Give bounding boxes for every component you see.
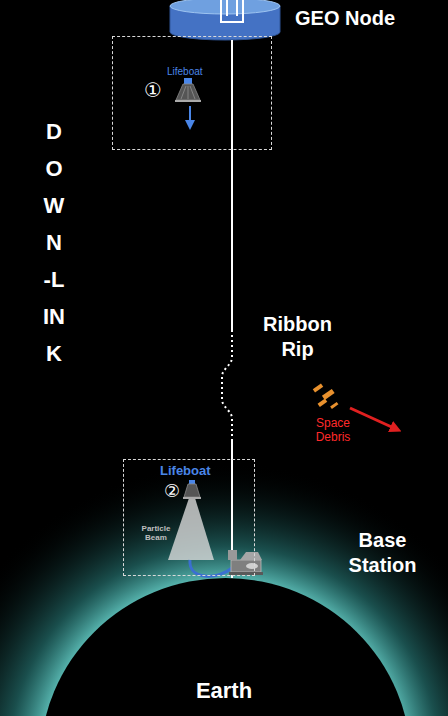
debris-piece [313, 383, 323, 392]
descent-arrow [189, 106, 191, 125]
label-holder: DOWN-LINK [43, 113, 65, 372]
station-dish [246, 563, 258, 569]
station-base [229, 572, 263, 575]
lifeboat-cap [189, 480, 195, 484]
lifeboat-body [184, 484, 200, 497]
station-label: Base Station [325, 528, 440, 578]
text-holder: ① [144, 79, 162, 102]
station-deck [240, 552, 262, 560]
earth-globe: Earth [40, 578, 411, 716]
vertical-label: DOWN-LINK [43, 113, 65, 372]
base-station-symbol [228, 550, 263, 575]
text-holder: Earth [40, 678, 408, 703]
rip-gap [222, 330, 232, 440]
text-holder: ② [164, 481, 180, 502]
lifeboat-frame: Lifeboat ② Particle Beam [123, 459, 255, 576]
lifeboat-label: Lifeboat [167, 66, 203, 78]
lifeboat-ribs [181, 86, 195, 99]
text-holder: Particle Beam [139, 524, 173, 542]
debris-label: Space Debris [300, 416, 366, 445]
text-holder: Lifeboat [167, 66, 203, 78]
lifeboat-cap [184, 78, 192, 84]
ribbon-rip [222, 330, 232, 440]
atmosphere-glow [0, 462, 448, 716]
earth-label: Earth [40, 678, 408, 703]
lifeboat-body [176, 84, 200, 100]
station-tower [228, 550, 237, 560]
callout-number: ② [164, 481, 180, 502]
beam-label: Particle Beam [139, 524, 173, 542]
station-platform [231, 560, 261, 572]
beam-feed-line [190, 560, 232, 576]
ribbon-tether [222, 40, 232, 578]
rip-label: Ribbon Rip [250, 312, 345, 362]
label-holder: Base Station [325, 528, 440, 578]
label-holder: Space Debris [300, 416, 366, 445]
text-holder: Lifeboat [160, 464, 211, 479]
rip-dots [222, 330, 232, 440]
particle-beam [168, 498, 214, 560]
debris-piece [330, 402, 338, 409]
lifeboat-frame: Lifeboat ① [112, 36, 272, 150]
lifeboat-base [175, 100, 201, 102]
debris-piece [322, 389, 335, 400]
debris-piece [318, 398, 328, 406]
lifeboat-base [183, 497, 201, 499]
geo-node: GEO Node [168, 0, 443, 40]
callout-number: ① [144, 79, 162, 102]
debris-motion-arrow [350, 408, 396, 429]
node-title: GEO Node [295, 7, 395, 30]
space-debris [313, 383, 339, 408]
geo-cylinder-top [170, 0, 280, 14]
text-holder: GEO Node [295, 7, 395, 30]
docking-port [221, 0, 243, 22]
label-holder: Ribbon Rip [250, 312, 345, 362]
lifeboat-label: Lifeboat [160, 464, 211, 479]
